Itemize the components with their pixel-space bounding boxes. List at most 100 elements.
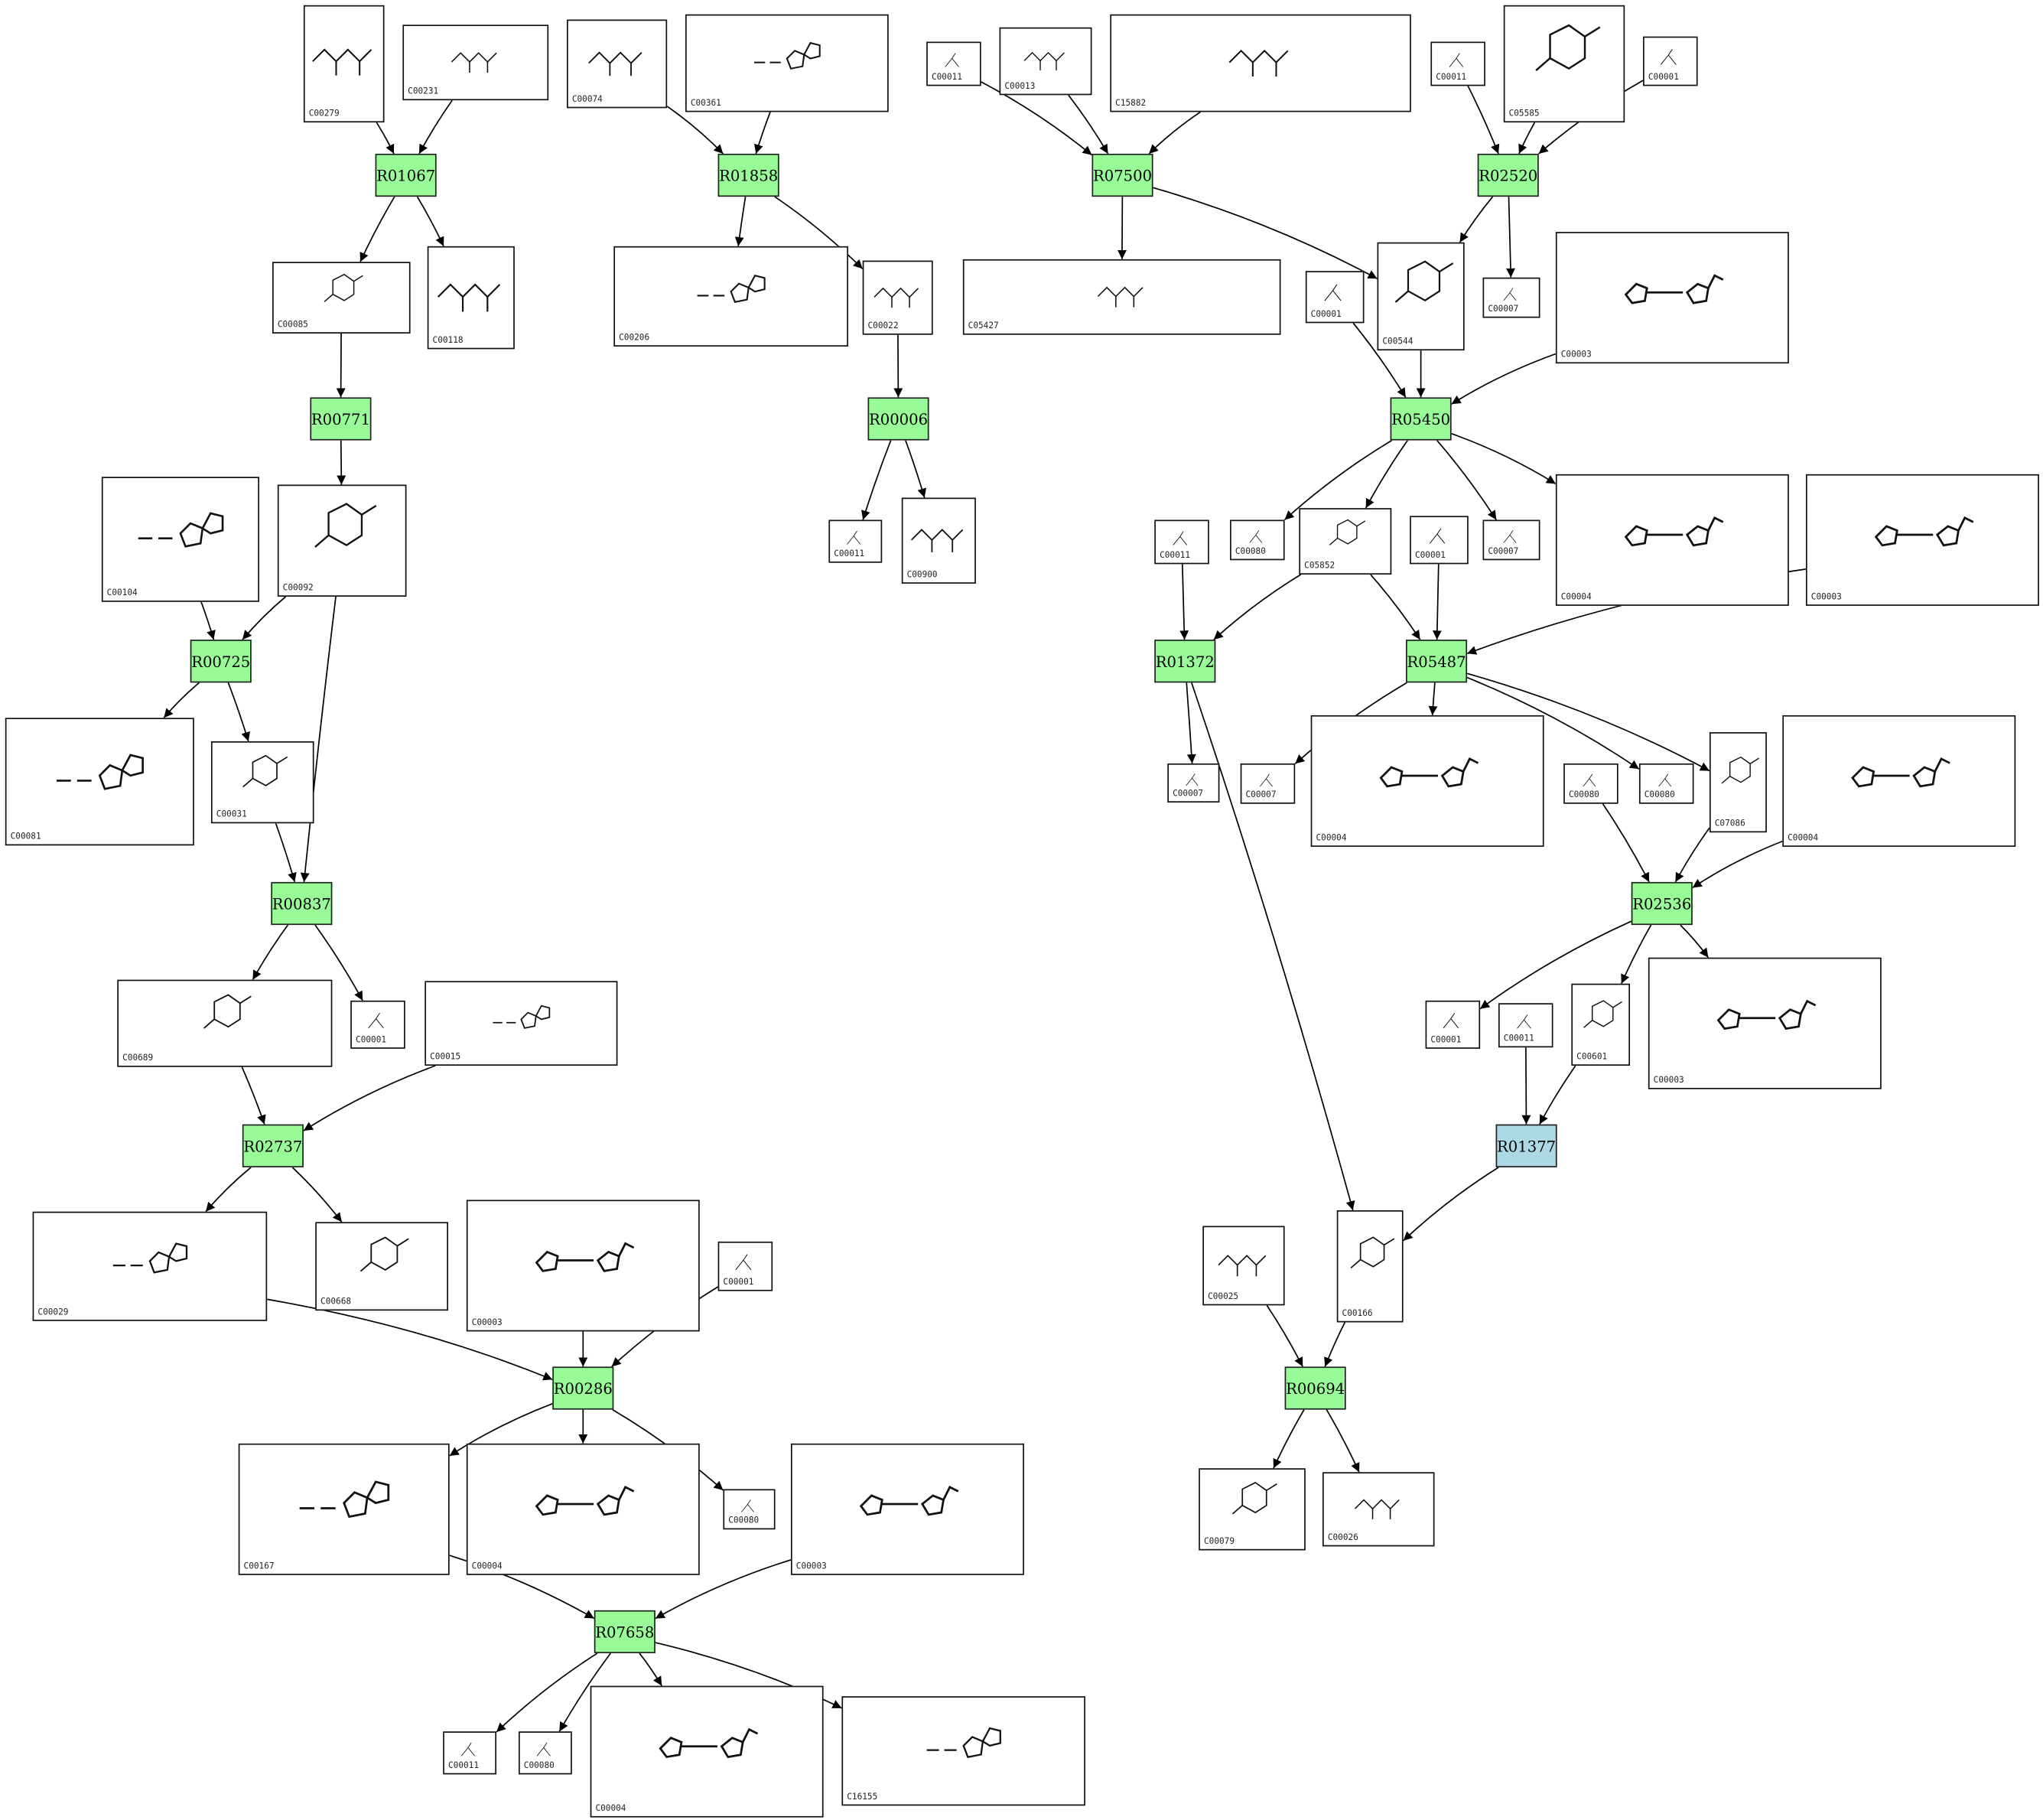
compound-node[interactable]: C00085	[272, 262, 411, 334]
compound-node[interactable]: C16155	[841, 1696, 1085, 1806]
reaction-node[interactable]: R05487	[1406, 640, 1468, 683]
compound-node[interactable]: C00001	[350, 1000, 405, 1049]
reaction-node[interactable]: R05450	[1390, 397, 1452, 441]
compound-node[interactable]: C00206	[613, 246, 848, 347]
compound-node[interactable]: C00004	[1782, 715, 2016, 847]
compound-node[interactable]: C00118	[427, 246, 515, 350]
edge-arrow	[1153, 187, 1378, 280]
reaction-node[interactable]: R00694	[1284, 1366, 1346, 1410]
structure-icon	[735, 1254, 752, 1271]
compound-id: C05585	[1508, 108, 1540, 119]
edge-arrow	[1674, 827, 1710, 883]
edge-arrow	[1436, 440, 1497, 520]
compound-node[interactable]: C00074	[567, 19, 668, 109]
compound-node[interactable]: C00011	[1498, 1003, 1553, 1048]
structure-icon	[1583, 1000, 1622, 1028]
compound-node[interactable]: C00361	[685, 14, 889, 112]
reaction-node[interactable]: R00286	[552, 1366, 614, 1410]
compound-node[interactable]: C00025	[1202, 1226, 1285, 1306]
compound-node[interactable]: C00080	[518, 1731, 572, 1775]
reaction-node[interactable]: R02520	[1477, 153, 1539, 197]
compound-node[interactable]: C00004	[1310, 715, 1544, 847]
compound-node[interactable]: C15882	[1110, 14, 1411, 112]
compound-node[interactable]: C05852	[1299, 508, 1392, 575]
structure-icon	[493, 1004, 551, 1029]
compound-node[interactable]: C00080	[1230, 519, 1285, 561]
compound-node[interactable]: C00004	[590, 1685, 824, 1818]
compound-node[interactable]: C00167	[238, 1443, 450, 1575]
reaction-node[interactable]: R07658	[594, 1610, 656, 1654]
compound-node[interactable]: C00013	[999, 27, 1092, 96]
compound-id: C00080	[523, 1760, 555, 1771]
compound-node[interactable]: C00007	[1240, 763, 1296, 804]
compound-node[interactable]: C00001	[1410, 516, 1469, 565]
compound-node[interactable]: C00015	[425, 981, 618, 1066]
compound-node[interactable]: C00011	[828, 519, 883, 563]
reaction-node[interactable]: R07500	[1091, 153, 1153, 197]
compound-node[interactable]: C00080	[1638, 763, 1694, 804]
compound-node[interactable]: C00004	[1555, 474, 1789, 606]
compound-node[interactable]: C05427	[962, 259, 1281, 335]
compound-node[interactable]: C00003	[1555, 232, 1789, 364]
compound-node[interactable]: C00007	[1167, 763, 1220, 803]
reaction-node[interactable]: R01372	[1154, 640, 1216, 683]
compound-node[interactable]: C00231	[402, 24, 549, 101]
compound-id: C00001	[1648, 71, 1679, 83]
compound-node[interactable]: C00003	[1648, 957, 1882, 1089]
compound-node[interactable]: C00081	[5, 718, 194, 846]
compound-node[interactable]: C00689	[117, 979, 333, 1067]
compound-node[interactable]: C00900	[901, 497, 976, 584]
edge-arrow	[1148, 111, 1201, 155]
reaction-node[interactable]: R00725	[190, 640, 252, 683]
compound-node[interactable]: C00011	[926, 41, 981, 86]
structure-icon	[1874, 516, 1974, 547]
compound-node[interactable]: C00079	[1199, 1468, 1306, 1551]
compound-node[interactable]: C00668	[315, 1222, 448, 1311]
compound-node[interactable]: C07086	[1709, 732, 1767, 833]
compound-id: C07086	[1714, 818, 1745, 829]
compound-node[interactable]: C00011	[443, 1731, 497, 1775]
compound-node[interactable]: C00007	[1482, 519, 1540, 561]
compound-node[interactable]: C00003	[1805, 474, 2039, 606]
edge-arrow	[655, 1559, 792, 1620]
edge-arrow	[1213, 574, 1302, 640]
compound-node[interactable]: C00104	[101, 477, 259, 602]
structure-icon	[299, 1480, 390, 1519]
compound-node[interactable]: C00011	[1430, 41, 1485, 86]
compound-node[interactable]: C00544	[1377, 242, 1465, 351]
compound-node[interactable]: C00007	[1482, 277, 1540, 318]
compound-node[interactable]: C00031	[210, 741, 314, 824]
compound-node[interactable]: C00166	[1336, 1210, 1404, 1323]
reaction-node[interactable]: R02536	[1631, 881, 1693, 926]
compound-node[interactable]: C00003	[466, 1200, 700, 1332]
structure-icon	[1503, 288, 1517, 301]
structure-icon	[314, 503, 377, 548]
compound-node[interactable]: C00004	[466, 1443, 700, 1575]
compound-node[interactable]: C05585	[1503, 5, 1625, 123]
compound-node[interactable]: C00001	[1425, 1000, 1481, 1049]
compound-node[interactable]: C00080	[723, 1489, 776, 1530]
compound-node[interactable]: C00026	[1322, 1472, 1435, 1547]
reaction-node[interactable]: R01067	[375, 153, 437, 197]
compound-node[interactable]: C00011	[1154, 519, 1209, 565]
reaction-node[interactable]: R01858	[717, 153, 779, 197]
compound-node[interactable]: C00029	[32, 1211, 268, 1321]
compound-node[interactable]: C00001	[1305, 271, 1365, 324]
compound-node[interactable]: C00003	[790, 1443, 1024, 1575]
compound-node[interactable]: C00022	[862, 260, 933, 335]
compound-node[interactable]: C00601	[1571, 983, 1631, 1066]
reaction-node[interactable]: R00771	[310, 397, 372, 441]
structure-icon	[1097, 286, 1143, 308]
reaction-node[interactable]: R01377	[1495, 1124, 1557, 1167]
compound-node[interactable]: C00092	[277, 484, 407, 597]
compound-node[interactable]: C00001	[1643, 36, 1698, 86]
compound-node[interactable]: C00080	[1563, 763, 1618, 804]
reaction-node[interactable]: R00837	[271, 881, 333, 926]
structure-icon	[203, 994, 252, 1029]
reaction-node[interactable]: R02737	[242, 1124, 304, 1167]
compound-node[interactable]: C00001	[717, 1241, 773, 1291]
edge-arrow	[1326, 1409, 1360, 1473]
structure-icon	[1354, 1499, 1400, 1519]
reaction-node[interactable]: R00006	[867, 397, 929, 441]
compound-node[interactable]: C00279	[303, 5, 385, 123]
